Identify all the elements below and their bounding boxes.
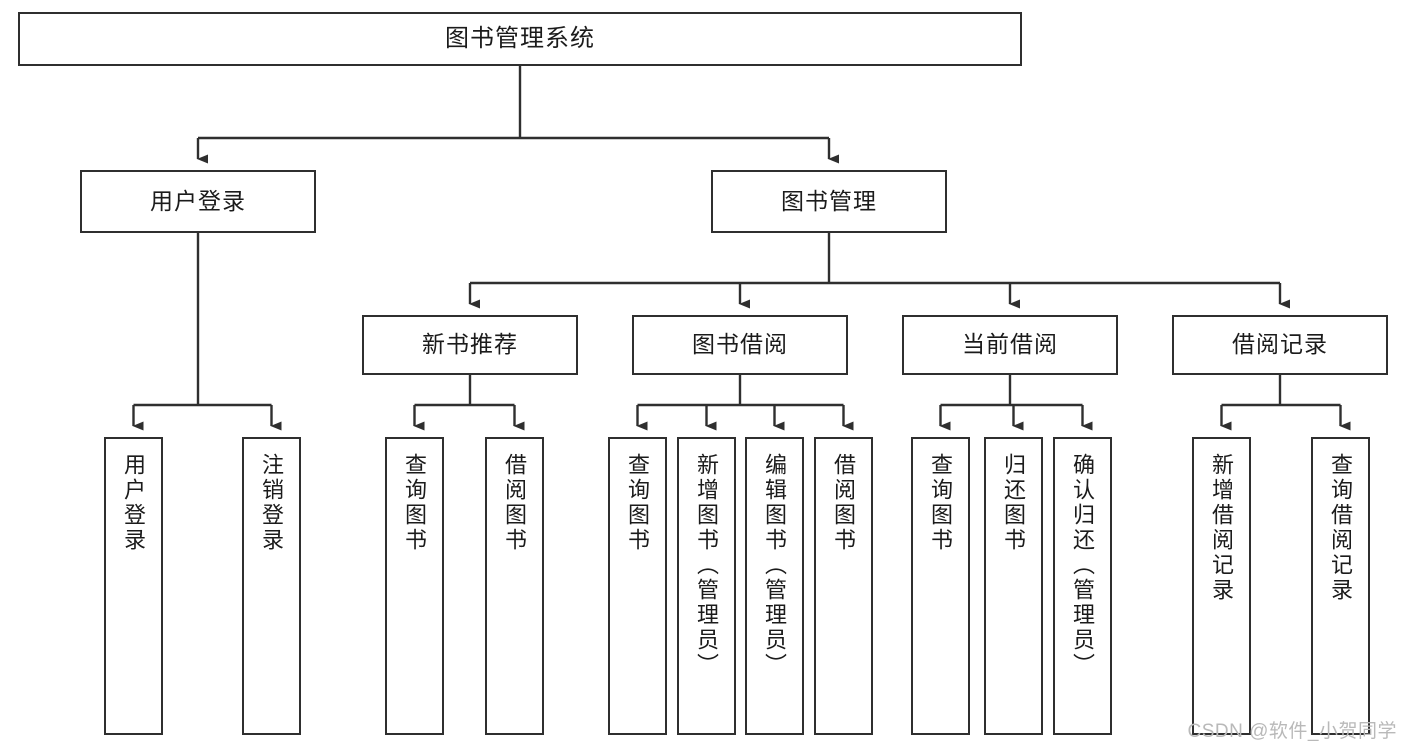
node-label: 图书管理 — [781, 187, 877, 214]
node-l3-4[interactable]: 借阅记录 — [1172, 315, 1388, 375]
node-leaf-1[interactable]: 用户登录 — [104, 437, 163, 735]
node-label: 图书借阅 — [692, 331, 788, 358]
node-label: 查询借阅记录 — [1328, 453, 1354, 603]
node-leaf-10[interactable]: 归还图书 — [984, 437, 1043, 735]
node-leaf-7[interactable]: 编辑图书（管理员） — [745, 437, 804, 735]
node-l3-1[interactable]: 新书推荐 — [362, 315, 578, 375]
node-l2-1[interactable]: 用户登录 — [80, 170, 316, 233]
node-label: 图书管理系统 — [445, 24, 595, 52]
node-label: 借阅图书 — [831, 453, 857, 553]
node-label: 查询图书 — [928, 453, 954, 553]
node-l2-2[interactable]: 图书管理 — [711, 170, 947, 233]
node-label: 新书推荐 — [422, 331, 518, 358]
node-leaf-2[interactable]: 注销登录 — [242, 437, 301, 735]
node-label: 编辑图书（管理员） — [762, 453, 788, 678]
node-label: 注销登录 — [259, 453, 285, 553]
node-root[interactable]: 图书管理系统 — [18, 12, 1022, 66]
node-label: 新增图书（管理员） — [694, 453, 720, 678]
node-leaf-11[interactable]: 确认归还（管理员） — [1053, 437, 1112, 735]
node-label: 查询图书 — [625, 453, 651, 553]
node-label: 用户登录 — [121, 453, 147, 553]
node-leaf-13[interactable]: 查询借阅记录 — [1311, 437, 1370, 735]
node-l3-3[interactable]: 当前借阅 — [902, 315, 1118, 375]
node-label: 归还图书 — [1001, 453, 1027, 553]
node-leaf-3[interactable]: 查询图书 — [385, 437, 444, 735]
node-leaf-9[interactable]: 查询图书 — [911, 437, 970, 735]
node-label: 新增借阅记录 — [1209, 453, 1235, 603]
node-leaf-4[interactable]: 借阅图书 — [485, 437, 544, 735]
node-label: 借阅记录 — [1232, 331, 1328, 358]
node-label: 当前借阅 — [962, 331, 1058, 358]
node-leaf-5[interactable]: 查询图书 — [608, 437, 667, 735]
watermark-label: CSDN @软件_小贺同学 — [1187, 721, 1397, 742]
node-l3-2[interactable]: 图书借阅 — [632, 315, 848, 375]
node-label: 确认归还（管理员） — [1070, 453, 1096, 678]
node-label: 用户登录 — [150, 187, 246, 214]
node-leaf-6[interactable]: 新增图书（管理员） — [677, 437, 736, 735]
node-leaf-12[interactable]: 新增借阅记录 — [1192, 437, 1251, 735]
node-leaf-8[interactable]: 借阅图书 — [814, 437, 873, 735]
node-label: 借阅图书 — [502, 453, 528, 553]
node-label: 查询图书 — [402, 453, 428, 553]
